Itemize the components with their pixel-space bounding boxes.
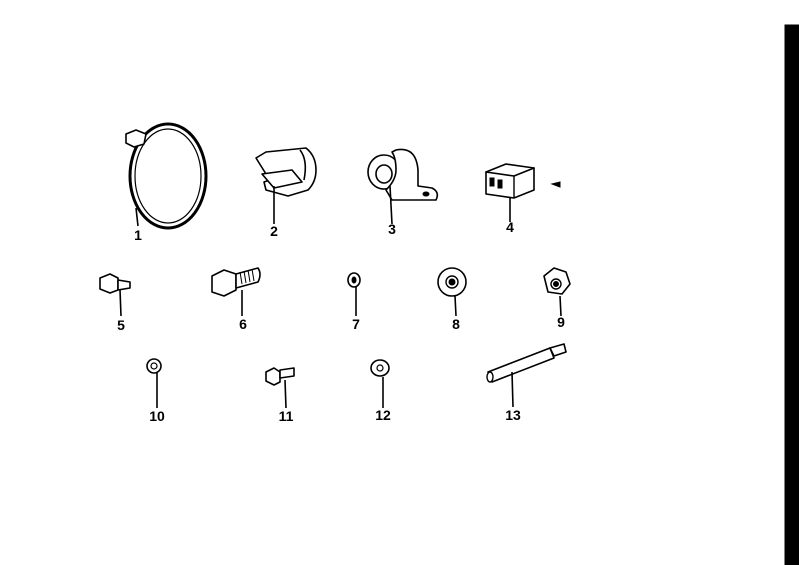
callout-2: 2	[270, 223, 278, 239]
callout-10: 10	[149, 408, 165, 424]
part-1-clamp-band	[125, 122, 208, 230]
callout-4: 4	[506, 219, 514, 235]
part-8-round-nut	[437, 267, 467, 317]
part-13-stud	[486, 343, 567, 408]
callout-7: 7	[352, 316, 360, 332]
callout-12: 12	[375, 407, 391, 423]
part-2-bracket-clip	[255, 147, 317, 224]
callout-5: 5	[117, 317, 125, 333]
part-9-hex-nut	[543, 267, 571, 317]
callout-8: 8	[452, 316, 460, 332]
callout-9: 9	[557, 314, 565, 330]
part-12-washer	[370, 359, 390, 408]
part-6-hex-bolt	[211, 267, 261, 316]
callout-3: 3	[388, 221, 396, 237]
edge-bar	[784, 24, 799, 565]
part-11-screw	[265, 367, 295, 409]
callout-6: 6	[239, 316, 247, 332]
part-3-pipe-clamp	[367, 148, 439, 225]
part-5-screw	[99, 273, 131, 317]
callout-13: 13	[505, 407, 521, 423]
part-4-connector-block	[485, 163, 561, 222]
part-10-washer	[146, 358, 162, 408]
part-7-washer	[347, 272, 361, 316]
callout-1: 1	[134, 227, 142, 243]
callout-11: 11	[279, 408, 294, 424]
